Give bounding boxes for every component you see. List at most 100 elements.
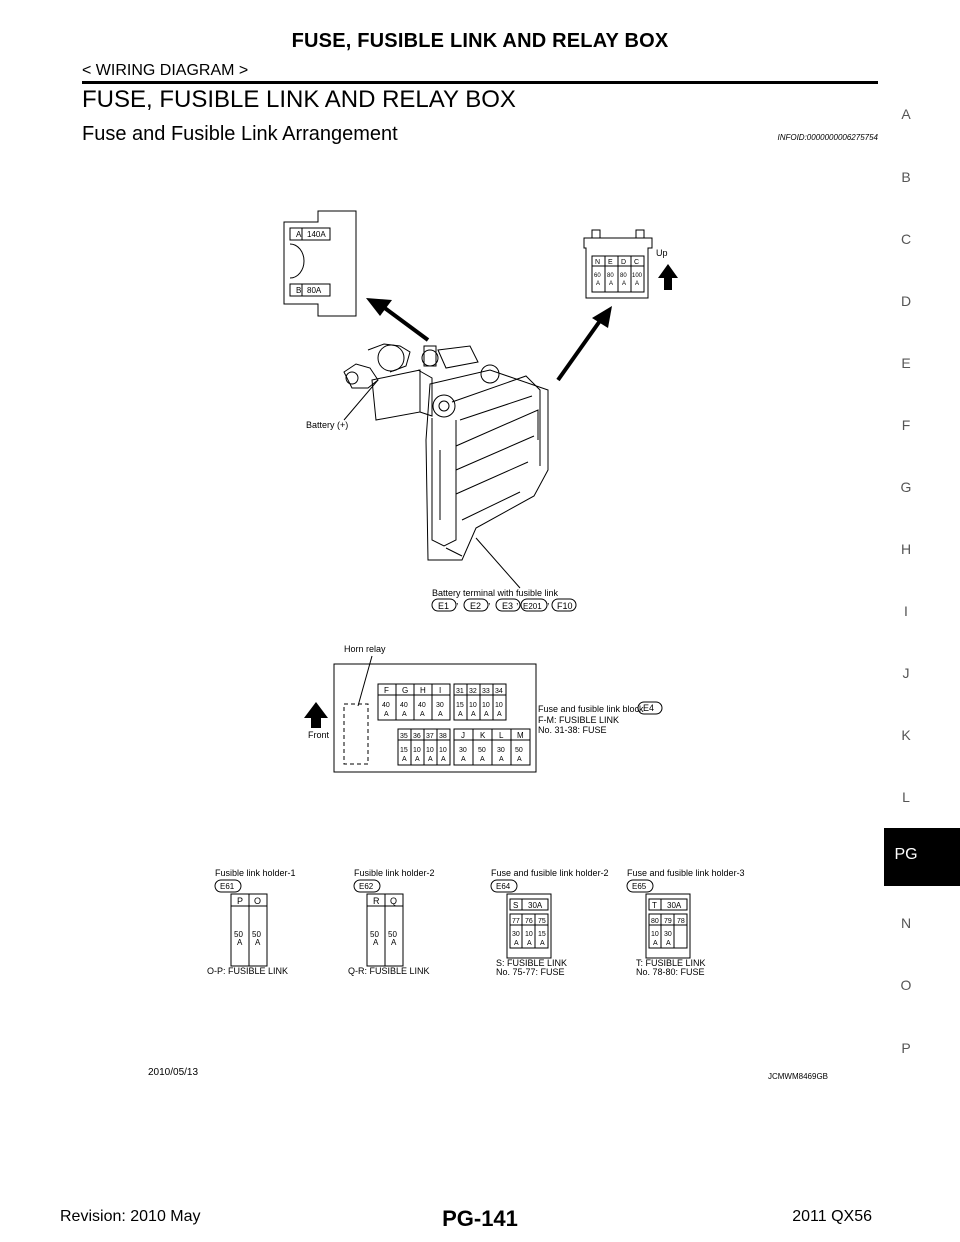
fuse-38-unit: A <box>441 756 446 763</box>
holder-4-connector: E65 <box>632 882 647 891</box>
pointer-arrowhead-left-icon <box>366 298 392 316</box>
fuse-80-value: 10 <box>651 931 659 938</box>
comma-3: , <box>516 596 519 606</box>
subsection-title: Fuse and Fusible Link Arrangement <box>82 123 398 145</box>
fuse-block-name: Fuse and fusible link block <box>538 704 644 714</box>
fusible-link-holder-2 <box>353 879 404 967</box>
fuse-78-label: 78 <box>677 918 685 925</box>
fuse-e-unit: A <box>609 281 613 287</box>
comma-2: , <box>488 596 491 606</box>
holder-2-q-label: Q <box>390 896 397 906</box>
fuse-a-label: A <box>296 230 302 239</box>
header-divider <box>82 81 878 84</box>
side-index-active-tab[interactable] <box>884 828 960 886</box>
fuse-36-label: 36 <box>413 733 421 740</box>
side-index-p[interactable]: P <box>901 1040 911 1056</box>
side-index-g[interactable]: G <box>900 479 912 495</box>
fuse-f-unit: A <box>384 711 389 718</box>
fuse-35-label: 35 <box>400 733 408 740</box>
front-label: Front <box>308 730 330 740</box>
fuse-e-value: 80 <box>607 273 614 279</box>
fuse-h-label: H <box>420 686 426 695</box>
fuse-a-value: 140A <box>307 230 326 239</box>
fuse-i-label: I <box>439 686 441 695</box>
holder-1-title: Fusible link holder-1 <box>215 868 296 878</box>
fuse-f-label: F <box>384 686 389 695</box>
side-index-f[interactable]: F <box>901 417 911 433</box>
holder-3-caption-1: S: FUSIBLE LINK <box>496 958 567 968</box>
fuse-b-value: 80A <box>307 286 322 295</box>
fuse-g-label: G <box>402 686 408 695</box>
holder-3-caption-2: No. 75-77: FUSE <box>496 967 565 977</box>
fuse-32-value: 10 <box>469 702 477 709</box>
side-index-h[interactable]: H <box>900 541 912 557</box>
holder-1-connector: E61 <box>220 882 235 891</box>
fuse-32-label: 32 <box>469 688 477 695</box>
horn-relay-label: Horn relay <box>344 644 386 654</box>
fuse-38-value: 10 <box>439 747 447 754</box>
up-label: Up <box>656 248 668 258</box>
side-index-d[interactable]: D <box>900 293 912 309</box>
fuse-g-unit: A <box>402 711 407 718</box>
fuse-j-value: 30 <box>459 747 467 754</box>
fuse-m-unit: A <box>517 756 522 763</box>
fuse-m-value: 50 <box>515 747 523 754</box>
fuse-h-unit: A <box>420 711 425 718</box>
fuse-g-value: 40 <box>400 702 408 709</box>
footer-model: 2011 QX56 <box>792 1208 872 1225</box>
side-index-l[interactable]: L <box>902 789 910 805</box>
pointer-arrow-right <box>556 316 604 382</box>
holder-4-title: Fuse and fusible link holder-3 <box>627 868 745 878</box>
connector-e4 <box>637 701 663 715</box>
side-index-e[interactable]: E <box>901 355 911 371</box>
side-index-j[interactable]: J <box>902 665 910 681</box>
fuse-n-unit: A <box>596 281 600 287</box>
side-index-n[interactable]: N <box>900 915 912 931</box>
fuse-76-label: 76 <box>525 918 533 925</box>
fuse-d-value: 80 <box>620 273 627 279</box>
side-index-c[interactable]: C <box>900 231 912 247</box>
fuse-h-value: 40 <box>418 702 426 709</box>
fuse-block-line2: No. 31-38: FUSE <box>538 725 607 735</box>
fuse-77-value: 30 <box>512 931 520 938</box>
fuse-fusible-link-holder-3 <box>626 879 691 959</box>
diagram-date: 2010/05/13 <box>148 1067 199 1078</box>
holder-2-q-unit: A <box>391 938 397 947</box>
fuse-fusible-link-holder-2 <box>490 879 552 959</box>
holder-1-o-label: O <box>254 896 261 906</box>
battery-label: Battery (+) <box>306 420 348 430</box>
battery-fuse-left <box>283 210 357 317</box>
fuse-33-unit: A <box>484 711 489 718</box>
side-index-a[interactable]: A <box>901 106 911 122</box>
holder-3-title: Fuse and fusible link holder-2 <box>491 868 609 878</box>
page-header-title: FUSE, FUSIBLE LINK AND RELAY BOX <box>291 30 669 52</box>
side-index-o[interactable]: O <box>900 977 912 993</box>
connector-e3 <box>495 598 521 612</box>
fuse-76-value: 10 <box>525 931 533 938</box>
footer-page-number: PG-141 <box>442 1206 518 1231</box>
fuse-c-value: 100 <box>632 273 643 279</box>
fuse-34-value: 10 <box>495 702 503 709</box>
fuse-j-unit: A <box>461 756 466 763</box>
comma-4: , <box>547 596 550 606</box>
fuse-i-value: 30 <box>436 702 444 709</box>
side-index-i[interactable]: I <box>904 603 908 619</box>
holder-3-connector: E64 <box>496 882 511 891</box>
pointer-arrow-left <box>380 304 430 342</box>
connector-e201 <box>520 598 548 612</box>
fuse-80-unit: A <box>653 940 658 947</box>
fuse-l-unit: A <box>499 756 504 763</box>
footer-revision: Revision: 2010 May <box>60 1208 201 1225</box>
comma-1: , <box>456 596 459 606</box>
fuse-77-label: 77 <box>512 918 520 925</box>
fuse-n-label: N <box>595 259 600 266</box>
fuse-36-value: 10 <box>413 747 421 754</box>
fuse-35-unit: A <box>402 756 407 763</box>
connector-e201-label: E201 <box>523 602 542 611</box>
connector-f10-label: F10 <box>557 601 573 611</box>
fuse-34-label: 34 <box>495 688 503 695</box>
fuse-31-value: 15 <box>456 702 464 709</box>
side-index-b[interactable]: B <box>901 169 911 185</box>
side-index-k[interactable]: K <box>901 727 911 743</box>
